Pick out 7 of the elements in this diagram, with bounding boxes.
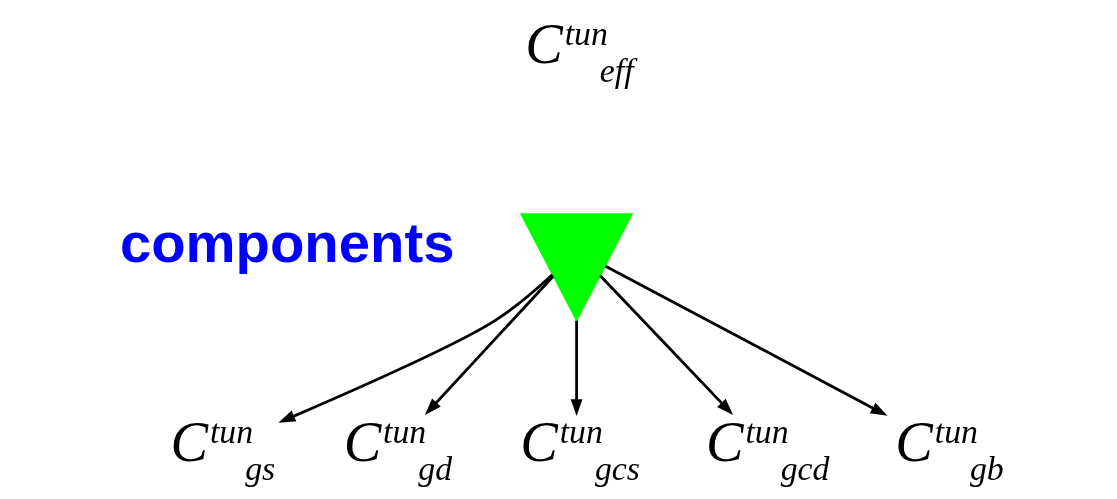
arrow [570, 320, 582, 417]
node-arrow [519, 213, 633, 323]
arrow [598, 274, 733, 416]
arrow [604, 265, 888, 416]
label: components [119, 211, 454, 275]
arrow [277, 273, 553, 423]
arrow [424, 275, 554, 415]
